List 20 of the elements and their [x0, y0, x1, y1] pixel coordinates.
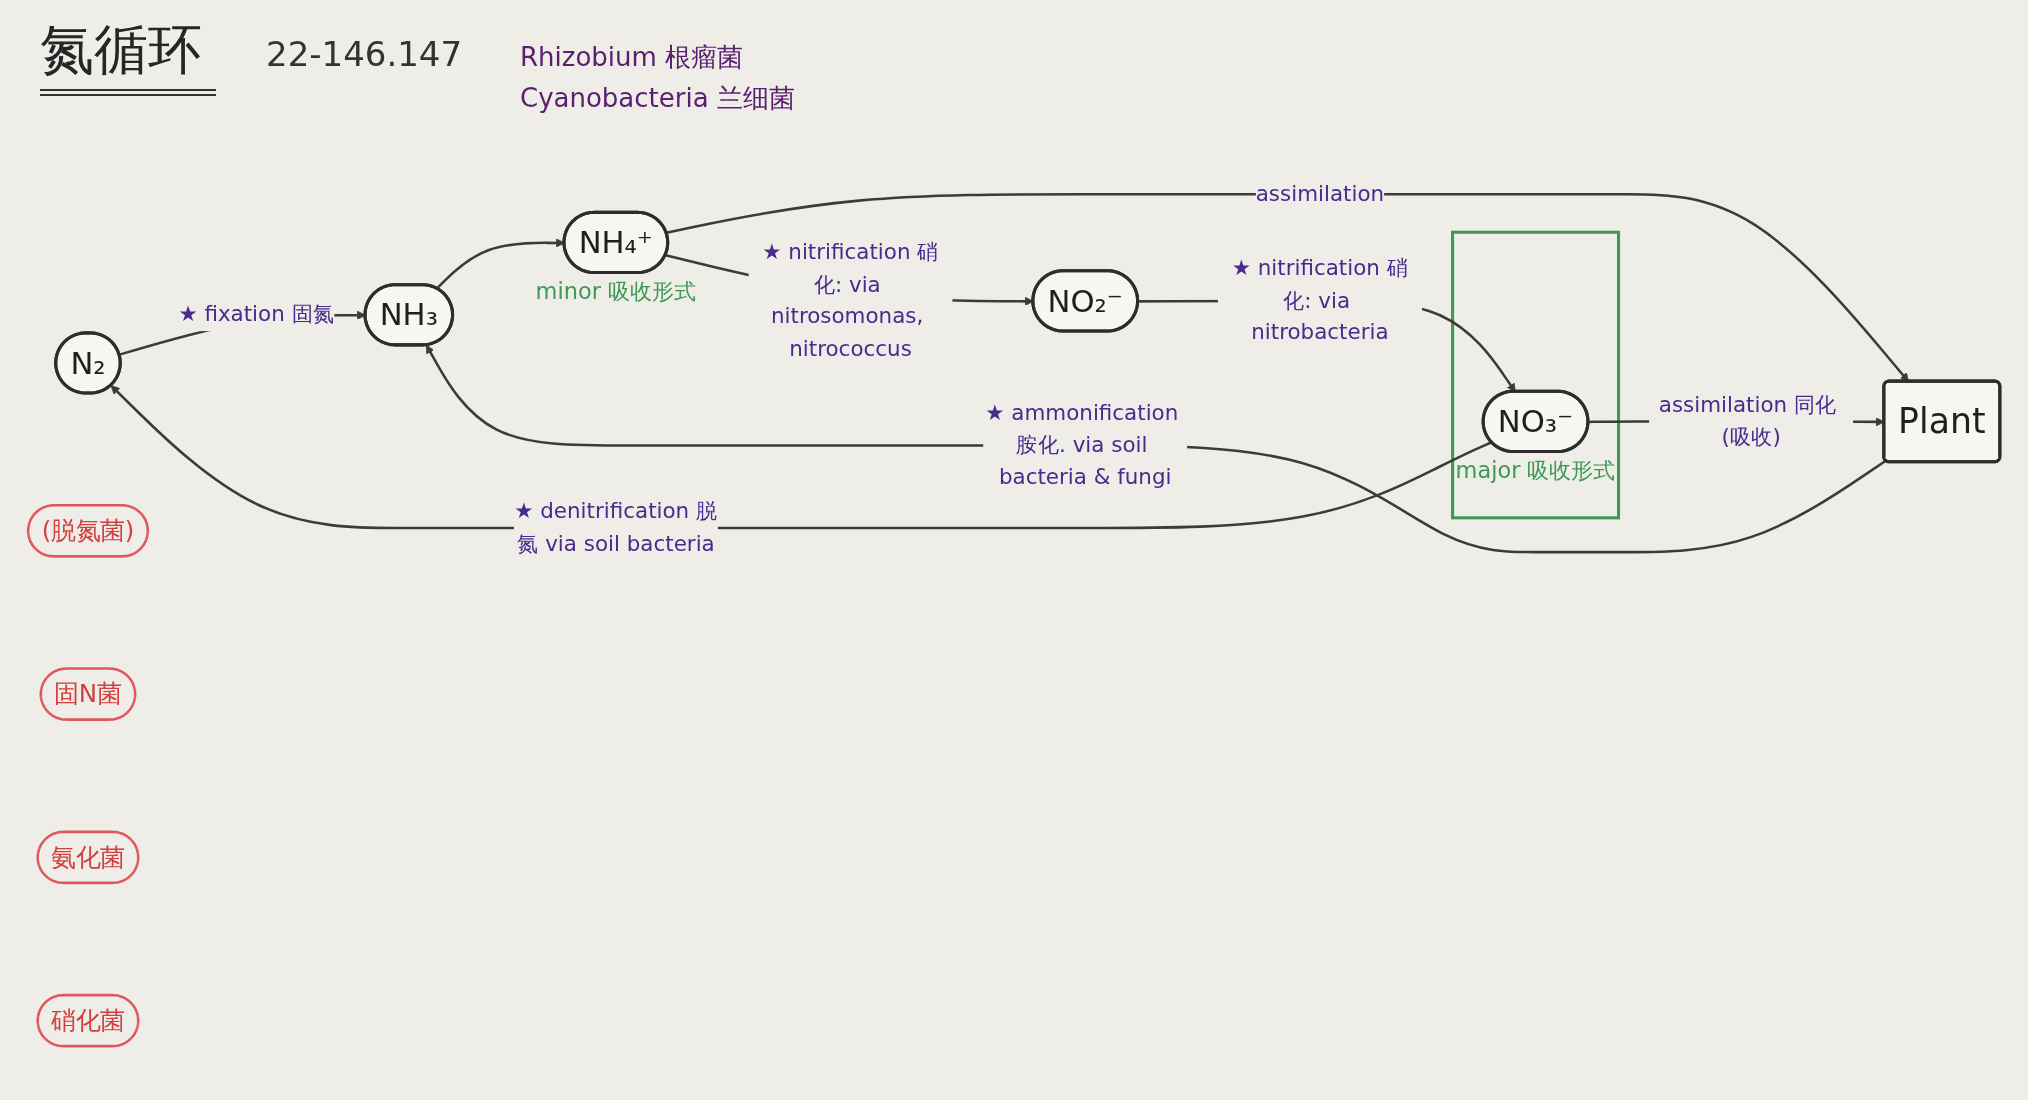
edge-label: ★ nitrification 硝化: via nitrobacteria — [1231, 256, 1409, 345]
edge-label: ★ fixation 固氮 — [178, 302, 335, 327]
node-text: 硝化菌 — [51, 1006, 125, 1036]
edge-label: assimilation 同化 (吸收) — [1658, 392, 1837, 450]
node-text: (脱氮菌) — [41, 516, 135, 546]
cluster — [1451, 231, 1621, 520]
page-reference: 22-146.147 — [266, 33, 463, 76]
title: 氮循环 — [40, 18, 216, 96]
edge-label: ★ denitrification 脱氮 via soil bacteria — [514, 499, 718, 556]
edge-label: ★ ammonification 胺化. via soil bacteria & fungi — [985, 400, 1179, 490]
arrow — [435, 238, 565, 290]
edge-label: assimilation — [1255, 181, 1385, 207]
arrow — [110, 385, 1493, 530]
node-caption: minor 吸收形式 — [535, 278, 697, 305]
node-caption: major 吸收形式 — [1455, 457, 1616, 484]
note-text: Cyanobacteria 兰细菌 — [520, 82, 795, 115]
note-text: Rhizobium 根瘤菌 — [520, 41, 745, 74]
node-text: 固N菌 — [54, 680, 122, 709]
node-text: 氨化菌 — [51, 843, 125, 872]
edge-label: ★ nitrification 硝化: via nitrosomonas, nitrococcus — [762, 239, 939, 361]
